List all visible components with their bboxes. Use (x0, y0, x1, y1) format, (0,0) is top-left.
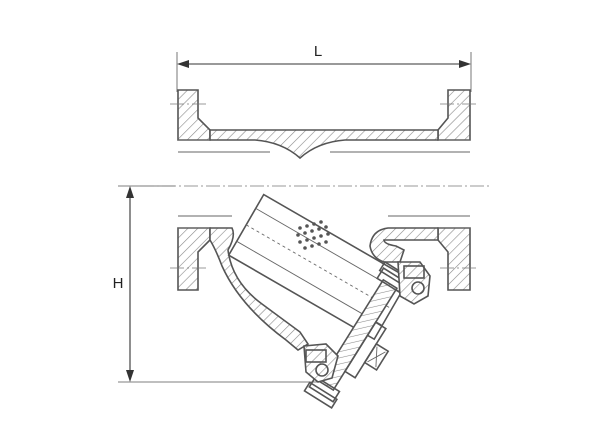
length-label: L (314, 43, 322, 60)
screen-perforations (296, 220, 330, 250)
arrow-bottom (126, 370, 134, 382)
drain-plug-head (363, 342, 390, 372)
left-flange-bottom (177, 227, 211, 291)
right-flange-bottom (437, 227, 471, 291)
height-label: H (113, 275, 124, 292)
cover-bolt-lower (303, 343, 339, 383)
lower-right-body-wall (369, 227, 439, 263)
upper-body-wall (209, 129, 439, 160)
valve-body (170, 89, 478, 351)
arrow-right (459, 60, 471, 68)
arrow-top (126, 186, 134, 198)
arrow-left (177, 60, 189, 68)
nut-left (303, 381, 339, 409)
cover-bolt-upper (397, 261, 431, 305)
right-flange-top (437, 89, 471, 141)
dimension-height: H (113, 185, 330, 383)
dimension-length: L (176, 43, 472, 92)
lower-left-body-wall (209, 227, 310, 351)
left-flange-top (177, 89, 211, 141)
bolt-left (308, 375, 341, 403)
